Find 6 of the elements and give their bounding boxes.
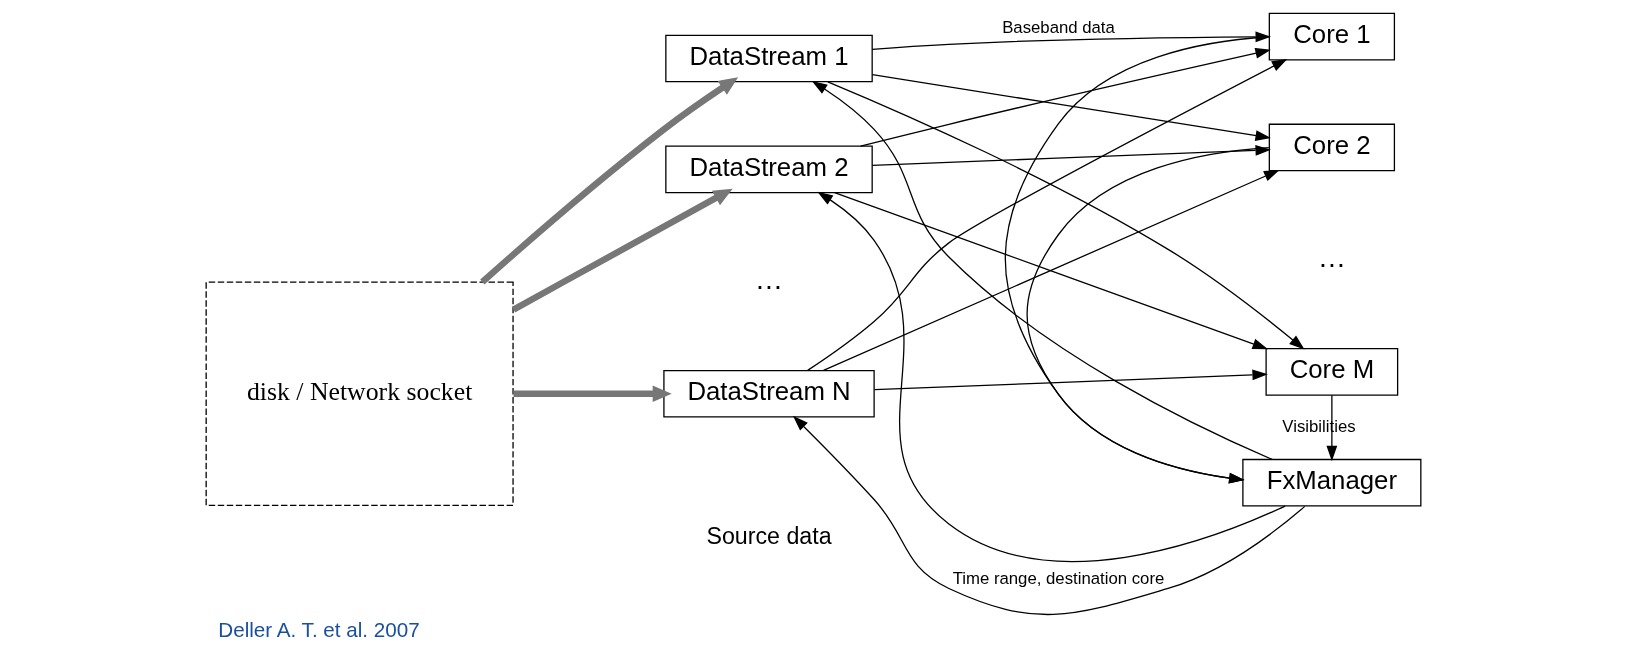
label: … (754, 262, 784, 295)
edge-label: Time range, destination core (952, 568, 1165, 588)
label: … (1317, 240, 1347, 273)
label: Source data (706, 522, 832, 549)
caption: Deller A. T. et al. 2007 (218, 617, 420, 641)
edge-label: Baseband data (1002, 18, 1115, 38)
